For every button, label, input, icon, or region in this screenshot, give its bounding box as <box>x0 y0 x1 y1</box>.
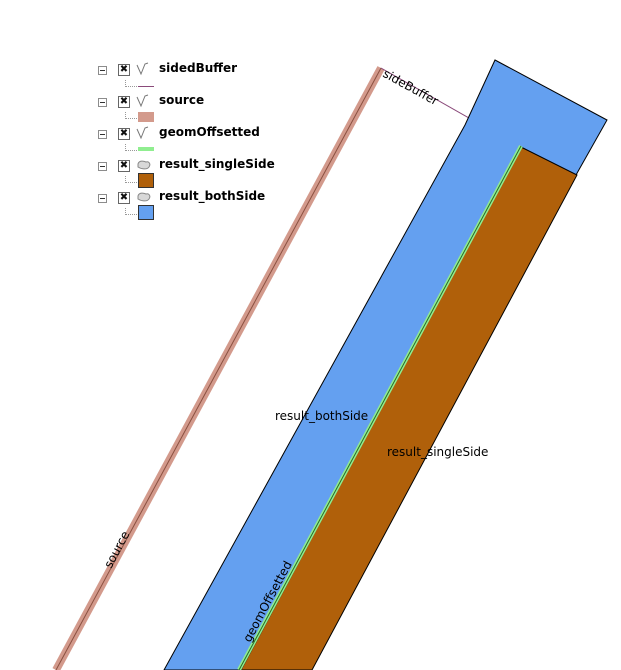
source-core-line <box>55 67 382 670</box>
line-icon <box>136 94 149 108</box>
label-result-singleside: result_singleSide <box>387 445 488 459</box>
layer-visibility-checkbox[interactable]: ✖ <box>118 64 130 76</box>
label-source: source <box>101 529 132 571</box>
layer-visibility-checkbox[interactable]: ✖ <box>118 128 130 140</box>
line-icon <box>136 62 149 76</box>
collapse-toggle[interactable] <box>98 162 107 171</box>
tree-connector <box>125 208 137 215</box>
label-sidebuffer: sideBuffer <box>381 66 441 108</box>
legend-symbol-sidedbuffer <box>138 86 154 87</box>
polygon-icon <box>137 160 151 170</box>
line-icon <box>136 126 149 140</box>
layer-visibility-checkbox[interactable]: ✖ <box>118 160 130 172</box>
legend-symbol-result-singleside <box>138 173 154 188</box>
legend-symbol-source <box>138 112 154 122</box>
collapse-toggle[interactable] <box>98 130 107 139</box>
collapse-toggle[interactable] <box>98 194 107 203</box>
label-result-bothside: result_bothSide <box>275 409 368 423</box>
layer-visibility-checkbox[interactable]: ✖ <box>118 192 130 204</box>
layer-name: geomOffsetted <box>159 125 260 139</box>
geomoffsetted-core-line <box>238 145 522 670</box>
tree-connector <box>125 176 137 183</box>
tree-connector <box>125 144 137 151</box>
legend-symbol-geomoffsetted <box>138 147 154 151</box>
layer-name: result_bothSide <box>159 189 266 203</box>
collapse-toggle[interactable] <box>98 98 107 107</box>
layer-name: result_singleSide <box>159 157 275 171</box>
polygon-icon <box>137 192 151 202</box>
layer-legend: ✖ sidedBuffer ✖ source ✖ geomOffsetted ✖ <box>0 0 300 230</box>
legend-symbol-result-bothside <box>138 205 154 220</box>
layer-name: source <box>159 93 205 107</box>
layer-name: sidedBuffer <box>159 61 238 75</box>
tree-connector <box>125 80 137 87</box>
tree-connector <box>125 112 137 119</box>
collapse-toggle[interactable] <box>98 66 107 75</box>
layer-visibility-checkbox[interactable]: ✖ <box>118 96 130 108</box>
